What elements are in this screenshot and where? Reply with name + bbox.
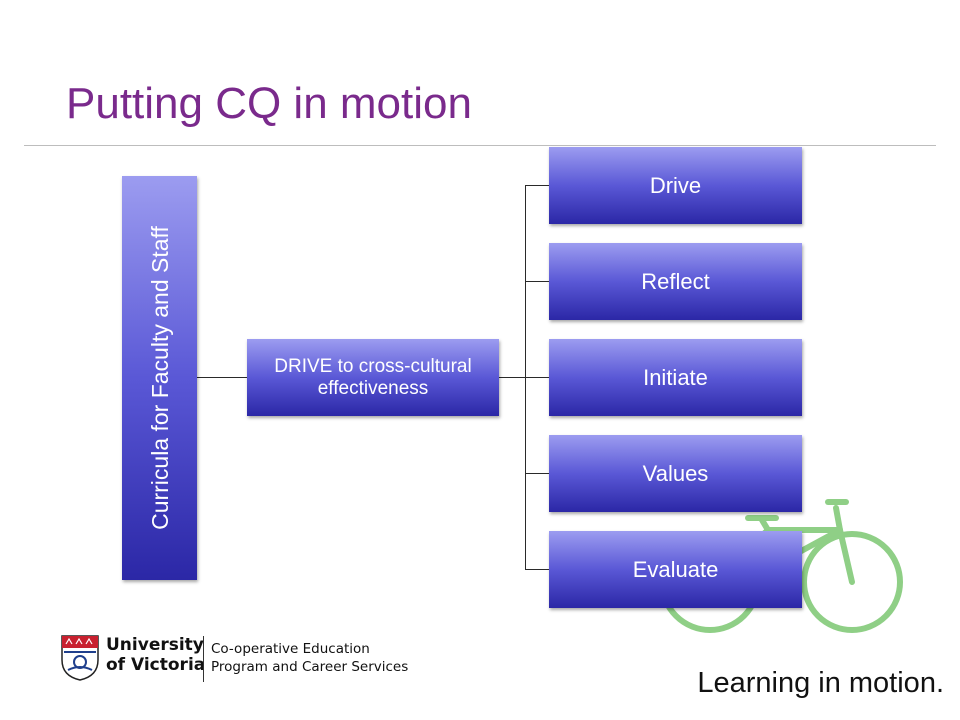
connector-root-middle [197, 377, 247, 378]
root-node: Curricula for Faculty and Staff [122, 176, 197, 580]
connector-leaf-evaluate [525, 569, 549, 570]
leaf-node-reflect: Reflect [549, 243, 802, 320]
leaf-node-initiate: Initiate [549, 339, 802, 416]
middle-node: DRIVE to cross-cultural effectiveness [247, 339, 499, 416]
root-node-label: Curricula for Faculty and Staff [146, 226, 173, 530]
middle-node-label: DRIVE to cross-cultural effectiveness [274, 355, 472, 399]
leaf-node-label: Values [642, 460, 709, 486]
connector-leaf-drive [525, 185, 549, 186]
department-name: Co-operative Education Program and Caree… [211, 641, 408, 676]
leaf-node-drive: Drive [549, 147, 802, 224]
university-name: University of Victoria [106, 635, 206, 675]
leaf-node-label: Drive [649, 172, 702, 198]
leaf-node-values: Values [549, 435, 802, 512]
university-name-line1: University [106, 635, 204, 655]
connector-leaf-reflect [525, 281, 549, 282]
connector-leaf-initiate [525, 377, 549, 378]
slide-title: Putting CQ in motion [66, 79, 472, 128]
connector-middle-trunk [499, 377, 525, 378]
leaf-node-label: Evaluate [632, 556, 719, 582]
leaf-node-evaluate: Evaluate [549, 531, 802, 608]
connector-leaf-values [525, 473, 549, 474]
logo-divider [203, 636, 204, 682]
title-divider [24, 145, 936, 146]
tagline: Learning in motion. [697, 667, 944, 699]
leaf-node-label: Reflect [641, 268, 710, 294]
university-name-line2: of Victoria [106, 654, 206, 675]
leaf-node-label: Initiate [643, 364, 708, 390]
department-name-line2: Program and Career Services [211, 658, 409, 675]
department-name-line1: Co-operative Education [211, 641, 370, 657]
university-crest-icon [61, 635, 99, 681]
